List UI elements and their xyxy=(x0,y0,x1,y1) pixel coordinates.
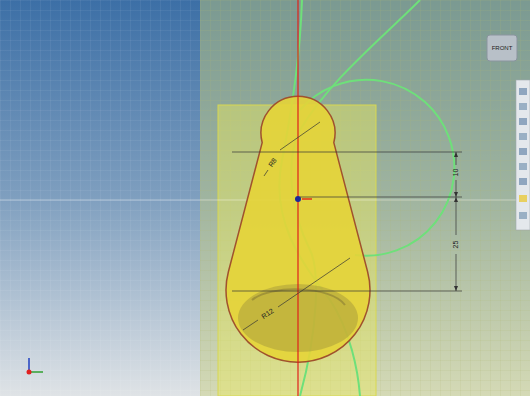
axis-triad xyxy=(27,358,44,375)
toolbar xyxy=(516,80,530,230)
plane-grid xyxy=(200,0,530,396)
work-plane xyxy=(200,0,530,396)
origin-axis xyxy=(302,198,312,200)
dimension-value: 10 xyxy=(452,168,459,176)
view-cube xyxy=(487,35,517,61)
view-cube-label: FRONT xyxy=(492,45,513,51)
dimension-value: 25 xyxy=(452,240,459,248)
dimension-lines xyxy=(232,122,462,330)
